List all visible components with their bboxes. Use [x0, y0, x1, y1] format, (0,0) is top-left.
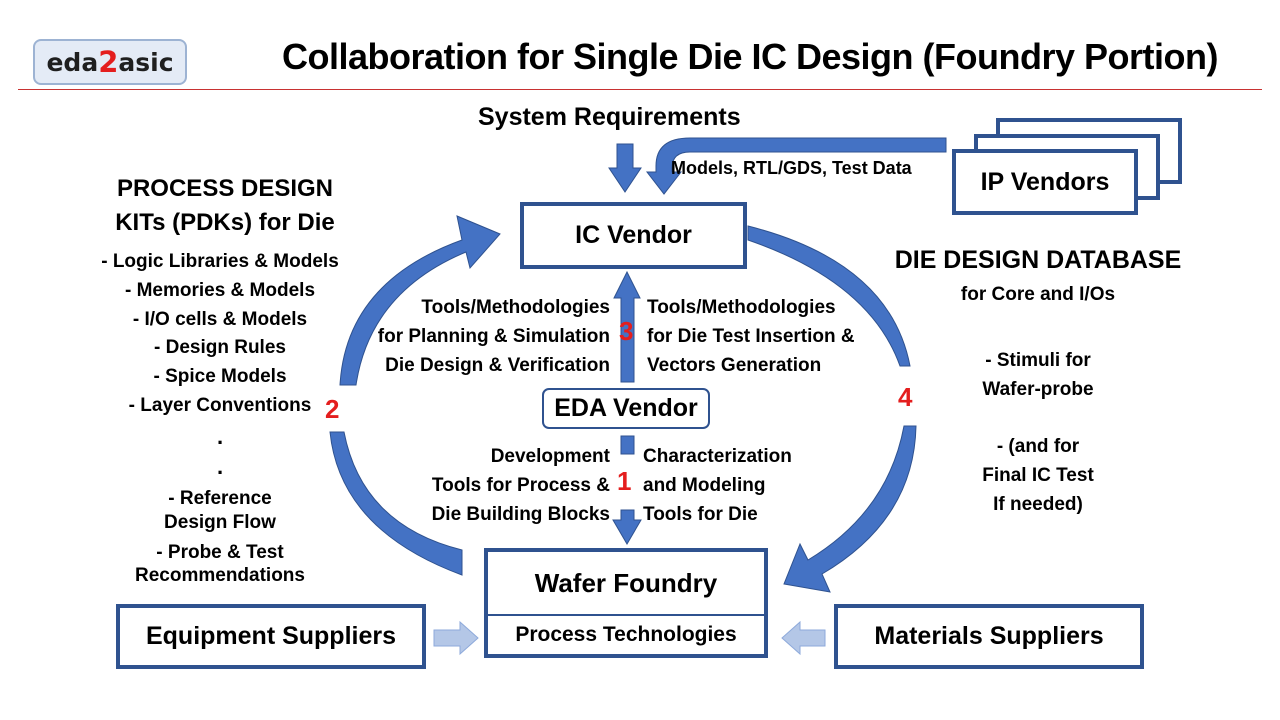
dev-right-block: Characterization and Modeling Tools for … [643, 442, 883, 529]
pdk-probe-line1: - Probe & Test [156, 542, 284, 563]
eda-vendor-label: EDA Vendor [554, 394, 698, 422]
step-number-4: 4 [898, 382, 913, 412]
dev-right-line: and Modeling [643, 475, 766, 496]
equipment-suppliers-label: Equipment Suppliers [145, 622, 397, 650]
step-number-3: 3 [619, 316, 634, 346]
pdk-list: - Logic Libraries & Models - Memories & … [60, 248, 380, 421]
ic-vendor-box: IC Vendor [520, 202, 747, 269]
equipment-suppliers-box: Equipment Suppliers [116, 604, 426, 669]
tools-right-line: Vectors Generation [647, 355, 822, 376]
pdk-reference-line2: Design Flow [164, 512, 276, 533]
ic-vendor-label: IC Vendor [575, 221, 692, 249]
pdk-to-ic-upper-arrow [339, 215, 501, 386]
wafer-foundry-box: Wafer Foundry Process Technologies [484, 548, 768, 658]
title-divider [18, 89, 1262, 90]
database-heading: DIE DESIGN DATABASE [894, 246, 1182, 274]
ip-vendors-box: IP Vendors [952, 149, 1138, 215]
dev-right-line: Tools for Die [643, 504, 758, 525]
tools-right-line: for Die Test Insertion & [647, 326, 855, 347]
pdk-dot: . [216, 424, 224, 449]
system-requirements-arrow [608, 143, 642, 193]
pdk-item: - Logic Libraries & Models [101, 251, 339, 272]
logo-suffix: asic [118, 47, 174, 77]
foundry-divider [488, 614, 764, 616]
eda-vendor-box: EDA Vendor [542, 388, 710, 429]
models-label: Models, RTL/GDS, Test Data [671, 158, 912, 178]
system-requirements-label: System Requirements [478, 103, 741, 131]
pdk-dot: . [216, 454, 224, 479]
step-number-2: 2 [325, 394, 340, 424]
pdk-item: - Design Rules [154, 337, 286, 359]
materials-suppliers-box: Materials Suppliers [834, 604, 1144, 669]
process-technologies-label: Process Technologies [515, 623, 737, 646]
dev-left-line: Development [490, 446, 610, 467]
dev-left-line: Tools for Process & [431, 475, 610, 496]
models-arrow [645, 137, 947, 195]
tools-left-block: Tools/Methodologies for Planning & Simul… [340, 293, 610, 380]
database-to-foundry-arrow [783, 425, 917, 593]
dev-left-block: Development Tools for Process & Die Buil… [370, 442, 610, 529]
pdk-reference-line1: - Reference [168, 488, 272, 509]
database-stimuli-line2: Wafer-probe [982, 379, 1094, 400]
ip-vendors-label: IP Vendors [980, 167, 1110, 196]
logo-prefix: eda [46, 47, 99, 77]
step-number-1: 1 [617, 466, 632, 496]
database-final-line1: - (and for [996, 436, 1080, 457]
tools-left-line: Tools/Methodologies [421, 297, 610, 318]
logo-digit: 2 [98, 45, 119, 79]
tools-right-line: Tools/Methodologies [647, 297, 836, 318]
tools-left-line: Die Design & Verification [385, 355, 610, 376]
wafer-foundry-label: Wafer Foundry [534, 567, 718, 598]
eda-to-ic-arrow [613, 270, 641, 383]
ic-to-database-upper-arrow [747, 225, 911, 367]
page-title: Collaboration for Single Die IC Design (… [281, 36, 1219, 77]
dev-left-line: Die Building Blocks [431, 504, 610, 525]
tools-left-line: for Planning & Simulation [377, 326, 610, 347]
eda-to-foundry-arrow [612, 435, 642, 545]
equipment-to-foundry-arrow [433, 620, 479, 656]
database-stimuli-line1: - Stimuli for [985, 350, 1091, 371]
foundry-to-pdk-lower-arrow [329, 431, 463, 576]
materials-suppliers-label: Materials Suppliers [874, 622, 1104, 650]
pdk-item: - Memories & Models [124, 279, 316, 301]
pdk-heading-line2: KITs (PDKs) for Die [115, 209, 335, 236]
pdk-probe-line2: Recommendations [135, 565, 305, 586]
pdk-heading-line1: PROCESS DESIGN [116, 175, 334, 202]
dev-right-line: Characterization [643, 446, 792, 467]
tools-right-block: Tools/Methodologies for Die Test Inserti… [647, 293, 917, 380]
pdk-item: - I/O cells & Models [132, 308, 308, 330]
pdk-item: - Layer Conventions [128, 394, 312, 416]
pdk-item: - Spice Models [153, 366, 287, 388]
materials-to-foundry-arrow [781, 620, 826, 656]
database-subheading: for Core and I/Os [960, 284, 1116, 305]
database-final-line2: Final IC Test [982, 465, 1094, 486]
database-final-line3: If needed) [993, 494, 1083, 515]
